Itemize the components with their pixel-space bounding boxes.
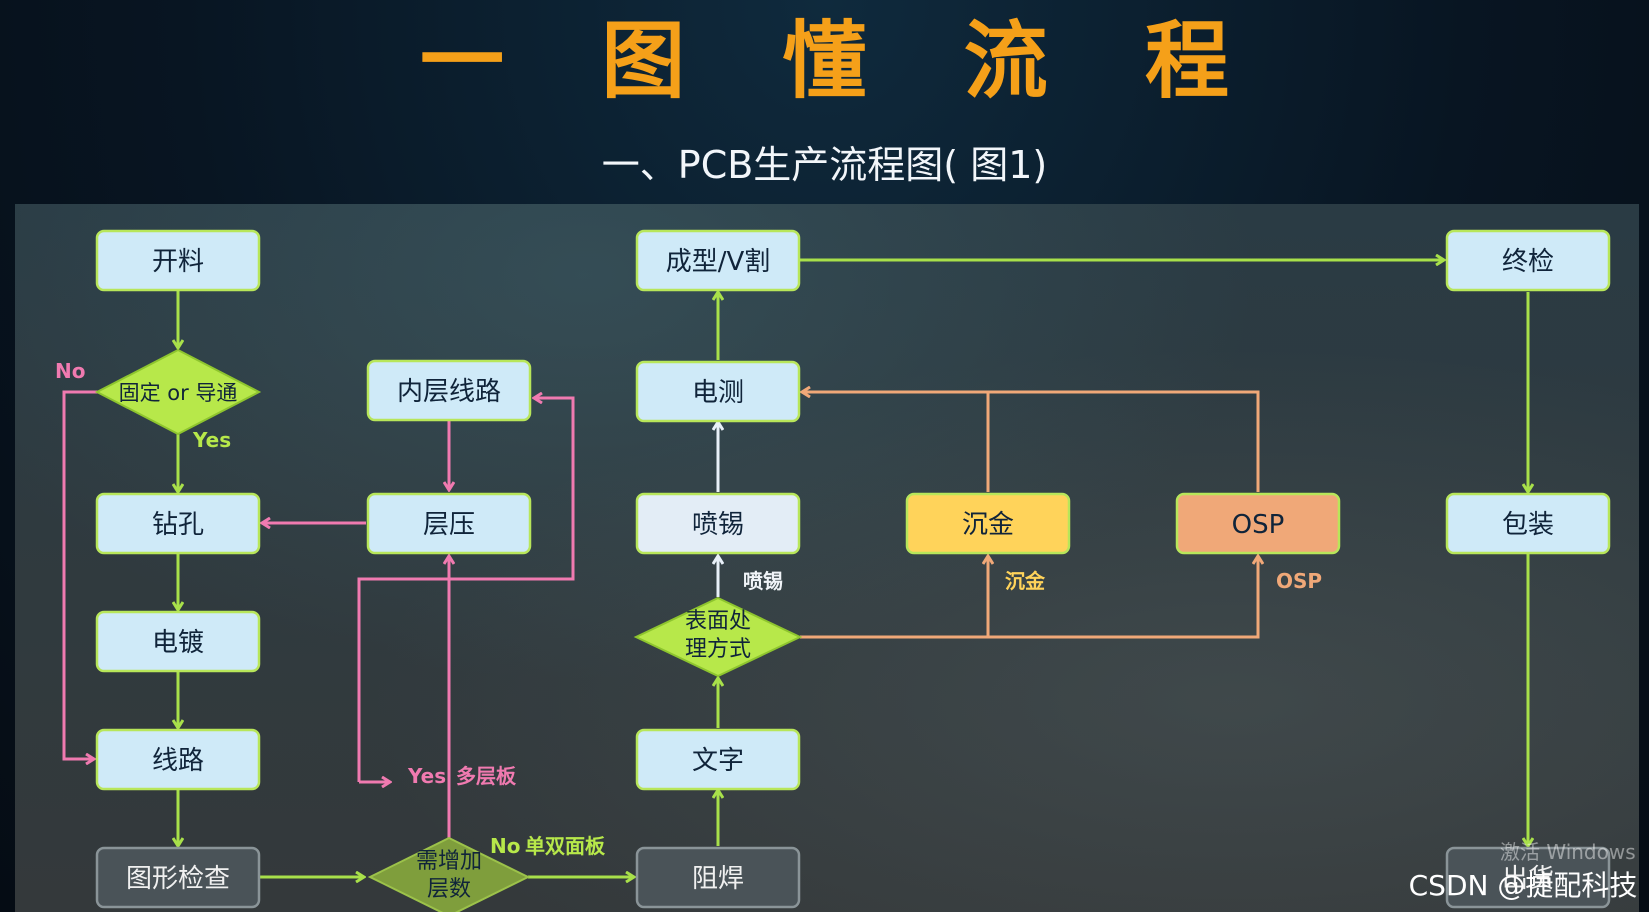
node-dianche: 电测: [635, 360, 801, 423]
node-chengxing: 成型/V割: [635, 229, 801, 292]
decision-biaomian: 表面处理方式: [633, 596, 803, 678]
svg-text:喷锡: 喷锡: [692, 510, 744, 540]
node-osp: OSP: [1175, 492, 1341, 555]
svg-text:内层线路: 内层线路: [397, 377, 501, 407]
node-tuxing: 图形检查: [95, 846, 261, 909]
svg-text:包装: 包装: [1502, 510, 1554, 540]
svg-text:成型/V割: 成型/V割: [666, 247, 771, 277]
label-chenjin-branch: 沉金: [1005, 569, 1046, 593]
arrow-loop-to-neiceng: [357, 398, 575, 782]
svg-text:开料: 开料: [152, 247, 204, 277]
label-yes-multi: Yes: [407, 764, 446, 788]
label-no-single: No: [490, 834, 520, 858]
svg-text:表面处理方式: 表面处理方式: [685, 609, 751, 662]
node-chuhuo: 出货: [1445, 846, 1611, 909]
csdn-watermark: CSDN @捷配科技: [1408, 869, 1638, 902]
svg-text:电镀: 电镀: [152, 628, 204, 658]
activate-windows-notice: 激活 Windows: [1500, 840, 1636, 864]
svg-text:文字: 文字: [692, 746, 744, 776]
label-single-double: 单双面板: [525, 834, 606, 858]
node-zhongjian: 终检: [1445, 229, 1611, 292]
diagram-subtitle: 一、PCB生产流程图( 图1): [601, 143, 1048, 187]
svg-text:需增加层数: 需增加层数: [416, 849, 482, 902]
node-penxi: 喷锡: [635, 492, 801, 555]
node-cengya: 层压: [366, 492, 532, 555]
svg-text:电测: 电测: [692, 378, 744, 408]
page-title: 一 图 懂 流 程: [420, 12, 1263, 110]
label-multi-layer: 多层板: [456, 764, 517, 788]
svg-text:层压: 层压: [423, 510, 475, 540]
svg-text:线路: 线路: [152, 746, 204, 776]
node-wenzi: 文字: [635, 728, 801, 791]
svg-text:出货: 出货: [1502, 864, 1554, 894]
node-zuankong: 钻孔: [95, 492, 261, 555]
branch-labels: No Yes Yes 多层板 No 单双面板 喷锡 沉金 OSP: [55, 359, 1322, 858]
label-no-left: No: [55, 359, 85, 383]
label-osp-branch: OSP: [1276, 569, 1322, 593]
diagram-background: [15, 204, 1639, 912]
label-yes-left: Yes: [192, 428, 231, 452]
label-penxi-branch: 喷锡: [743, 569, 783, 593]
node-chenjin: 沉金: [905, 492, 1071, 555]
svg-text:钻孔: 钻孔: [152, 510, 204, 540]
node-baozhuang: 包装: [1445, 492, 1611, 555]
svg-text:终检: 终检: [1502, 247, 1554, 277]
svg-text:阻焊: 阻焊: [692, 864, 744, 894]
svg-text:图形检查: 图形检查: [126, 864, 230, 894]
decision-guding: 固定 or 导通: [94, 348, 262, 436]
arrow-decision-no-to-xianlu: [62, 390, 98, 759]
node-neiceng: 内层线路: [366, 359, 532, 422]
svg-text:固定 or 导通: 固定 or 导通: [119, 381, 238, 405]
arrow-biaomian-to-osp: [800, 556, 1258, 639]
decision-xuzengjia: 需增加层数: [367, 836, 531, 912]
connectors: [62, 260, 1528, 877]
arrow-osp-to-dianche: [802, 392, 1260, 492]
node-zuhan: 阻焊: [635, 846, 801, 909]
svg-text:OSP: OSP: [1232, 510, 1285, 540]
node-xianlu: 线路: [95, 728, 261, 791]
node-kailiao: 开料: [95, 229, 261, 292]
node-diandu: 电镀: [95, 610, 261, 673]
svg-text:沉金: 沉金: [962, 510, 1014, 540]
